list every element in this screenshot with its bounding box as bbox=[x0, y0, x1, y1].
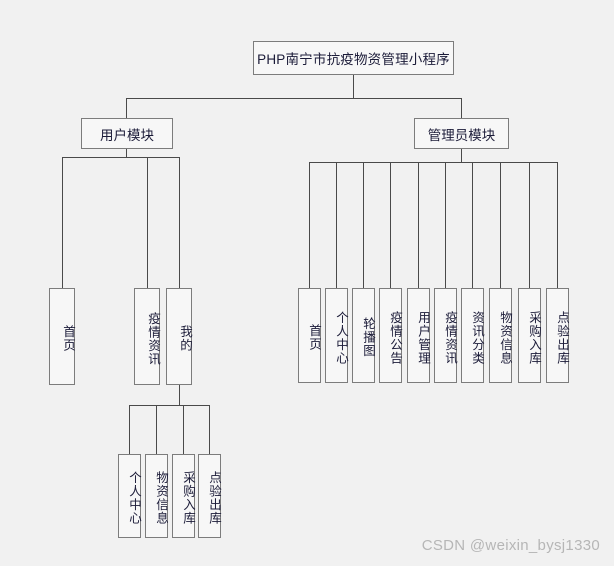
node-root-label: PHP南宁市抗疫物资管理小程序 bbox=[257, 52, 450, 67]
connector-mine-child-1 bbox=[129, 405, 130, 454]
connector-admin-child-10 bbox=[557, 162, 558, 288]
connector-mine-child-2 bbox=[156, 405, 157, 454]
connector-admin-child-1 bbox=[309, 162, 310, 288]
connector-user-child-3 bbox=[179, 157, 180, 288]
node-root: PHP南宁市抗疫物资管理小程序 bbox=[253, 41, 454, 75]
connector-admin-child-4 bbox=[390, 162, 391, 288]
node-admin-leaf-news-category: 资讯分类 bbox=[461, 288, 484, 383]
node-admin-leaf-supply-info: 物资信息 bbox=[489, 288, 512, 383]
connector-admin-child-5 bbox=[418, 162, 419, 288]
node-user-leaf-epidemic-news: 疫情资讯 bbox=[134, 288, 160, 385]
node-user-module: 用户模块 bbox=[81, 118, 173, 149]
node-label: 个人中心 bbox=[127, 471, 141, 525]
node-label: 个人中心 bbox=[334, 310, 348, 365]
node-admin-leaf-epidemic-notice: 疫情公告 bbox=[379, 288, 402, 383]
node-user-leaf-mine: 我的 bbox=[166, 288, 192, 385]
node-label: 首页 bbox=[307, 324, 321, 351]
connector-to-user-module bbox=[126, 98, 127, 118]
node-admin-leaf-user-manage: 用户管理 bbox=[407, 288, 430, 383]
node-label: 疫情资讯 bbox=[146, 311, 160, 366]
node-mine-leaf-supply-info: 物资信息 bbox=[145, 454, 168, 538]
node-label: 物资信息 bbox=[498, 310, 512, 365]
connector-mine-child-4 bbox=[209, 405, 210, 454]
node-admin-module-label: 管理员模块 bbox=[427, 127, 496, 143]
connector-user-child-2 bbox=[147, 157, 148, 288]
connector-user-bus bbox=[62, 157, 180, 158]
node-mine-leaf-inspect-out: 点验出库 bbox=[198, 454, 221, 538]
connector-admin-child-2 bbox=[336, 162, 337, 288]
connector-admin-bus bbox=[309, 162, 557, 163]
node-mine-leaf-purchase-in: 采购入库 bbox=[172, 454, 195, 538]
node-label: 用户管理 bbox=[416, 310, 430, 365]
node-label: 采购入库 bbox=[181, 471, 195, 525]
node-label: 点验出库 bbox=[555, 310, 569, 365]
connector-to-admin-module bbox=[461, 98, 462, 118]
node-label: 我的 bbox=[178, 325, 192, 352]
node-label: 采购入库 bbox=[527, 310, 541, 365]
connector-mine-bus bbox=[129, 405, 209, 406]
node-label: 首页 bbox=[61, 325, 75, 352]
node-mine-leaf-profile: 个人中心 bbox=[118, 454, 141, 538]
node-admin-leaf-purchase-in: 采购入库 bbox=[518, 288, 541, 383]
node-user-module-label: 用户模块 bbox=[100, 127, 154, 143]
connector-user-stem bbox=[126, 149, 127, 157]
connector-admin-stem bbox=[461, 149, 462, 162]
connector-top-bus bbox=[126, 98, 462, 99]
connector-mine-stem bbox=[179, 385, 180, 405]
node-admin-leaf-inspect-out: 点验出库 bbox=[546, 288, 569, 383]
watermark: CSDN @weixin_bysj1330 bbox=[421, 537, 600, 554]
node-label: 轮播图 bbox=[361, 317, 375, 358]
node-label: 资讯分类 bbox=[470, 310, 484, 365]
connector-user-child-1 bbox=[62, 157, 63, 288]
node-admin-leaf-carousel: 轮播图 bbox=[352, 288, 375, 383]
connector-admin-child-3 bbox=[363, 162, 364, 288]
node-label: 物资信息 bbox=[154, 471, 168, 525]
connector-mine-child-3 bbox=[183, 405, 184, 454]
connector-admin-child-7 bbox=[472, 162, 473, 288]
connector-root-stem bbox=[353, 75, 354, 98]
node-admin-module: 管理员模块 bbox=[414, 118, 509, 149]
node-user-leaf-home: 首页 bbox=[49, 288, 75, 385]
node-label: 疫情资讯 bbox=[443, 310, 457, 365]
node-label: 疫情公告 bbox=[388, 310, 402, 365]
node-label: 点验出库 bbox=[207, 471, 221, 525]
connector-admin-child-8 bbox=[500, 162, 501, 288]
node-admin-leaf-profile: 个人中心 bbox=[325, 288, 348, 383]
node-admin-leaf-home: 首页 bbox=[298, 288, 321, 383]
connector-admin-child-9 bbox=[529, 162, 530, 288]
connector-admin-child-6 bbox=[445, 162, 446, 288]
node-admin-leaf-epidemic-news: 疫情资讯 bbox=[434, 288, 457, 383]
